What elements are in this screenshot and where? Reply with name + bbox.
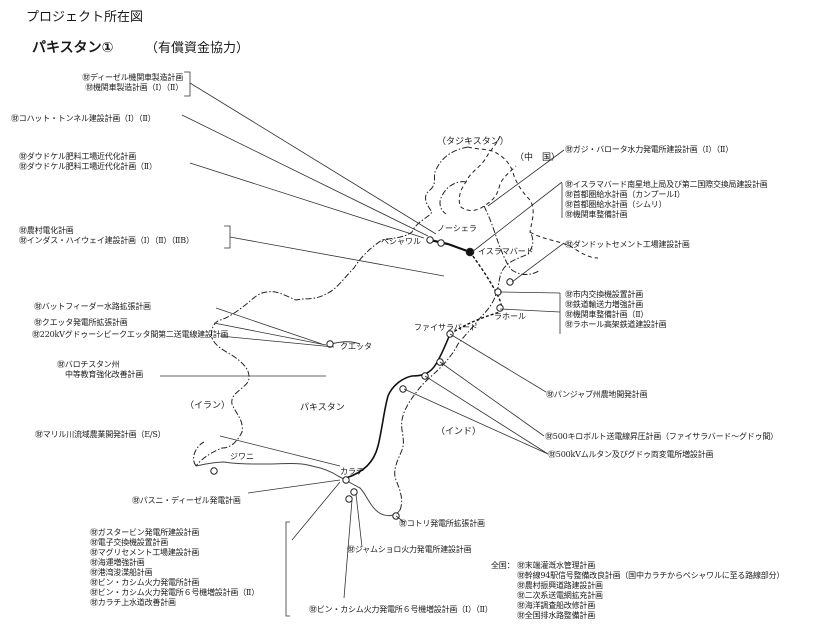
project-balochistan: ㊖バロチスタン州 中等教育強化改善計画 (57, 360, 143, 380)
project-item: ㊖市内交換機設置計画 (565, 290, 643, 299)
project-500kv-sub: ㊖500kVムルタン及びグドゥ両変電所増設計画 (548, 450, 714, 459)
marker-gudu (399, 385, 407, 393)
aid-type: （有償資金協力） (145, 41, 250, 56)
project-dandot: ㊖ダンドットセメント工場建設計画 (565, 240, 690, 249)
project-mirani: ㊖マリル川流域農業開発計画（E/S） (35, 430, 166, 439)
marker-binqasim (345, 495, 353, 503)
label-iran: （イラン） (185, 401, 231, 411)
country-subtitle: パキスタン① (32, 40, 114, 56)
project-item: ㊖カラチ上水道改善計画 (90, 598, 176, 607)
project-quetta-power: ㊖クエッタ発電所拡張計画 (34, 318, 128, 327)
project-item: ㊖農村電化計画 (19, 226, 74, 235)
project-punjab: ㊖パンジャブ州農地開発計画 (546, 390, 648, 399)
project-item: ㊖港湾浚渫船計画 (90, 568, 153, 577)
project-item: ㊖農村振興道路建設計画 (517, 581, 603, 590)
label-tajikistan: （タジキスタン） (437, 137, 509, 147)
project-item: ㊖首都圏給水計画（カンプールⅠ） (565, 190, 685, 199)
marker-islamabad (465, 247, 475, 257)
place-jiwani: ジワニ (230, 452, 254, 461)
marker-pasni (210, 467, 218, 475)
nationwide-label: 全国： (491, 561, 515, 570)
project-item: ㊖イスラマバード南星地上局及び第二国際交換局建設計画 (565, 180, 768, 189)
marker-nowshera (437, 239, 445, 247)
project-500kv-line: ㊖500キロボルト送電線昇圧計画（ファイサラバード～グドゥ間） (545, 432, 778, 441)
project-item: ㊖ビン・カシム火力発電所６号機増設計画（Ⅱ） (90, 588, 260, 597)
place-lahore: ラホール (494, 312, 526, 321)
project-item: ㊖電子交換機設置計画 (90, 538, 168, 547)
marker-peshawar (426, 236, 434, 244)
project-item: ㊖全国排水路整備計画 (517, 611, 595, 620)
project-item: ㊖海運増強計画 (90, 558, 145, 567)
pakistan-boundary (195, 146, 469, 467)
project-item: ㊖幹線94駅信号整備改良計画（国中カラチからペシャワルに至る路線部分） (517, 571, 785, 580)
project-group-rural: ㊖農村電化計画 ㊖インダス・ハイウェイ建設計画（Ⅰ）（Ⅱ）（ⅡB） (19, 226, 194, 246)
project-item: ㊖ガスタービン発電所建設計画 (90, 528, 200, 537)
project-item: ㊖首都圏給水計画（シムリ） (565, 200, 667, 209)
india-boundary (394, 231, 534, 511)
project-item: ㊖インダス・ハイウェイ建設計画（Ⅰ）（Ⅱ）（ⅡB） (19, 236, 194, 245)
coast-line (195, 461, 401, 517)
project-item: ㊖二次系送電網拡充計画 (517, 591, 603, 600)
railway-peshawar-islamabad (429, 238, 471, 254)
project-binqasim6: ㊖ビン・カシム火力発電所６号機増設計画（Ⅰ）（Ⅱ） (309, 605, 493, 614)
project-item: ㊖ダウドケル肥料工場近代化計画（Ⅱ） (19, 162, 157, 171)
project-item: ㊖マグリセメント工場建設計画 (90, 548, 200, 557)
project-item: ㊖ダウドケル肥料工場近代化計画 (19, 152, 136, 161)
project-item: 中等教育強化改善計画 (65, 370, 143, 379)
project-jamshoro: ㊖ジャムショロ火力発電所建設計画 (347, 545, 472, 554)
project-item: ㊖海洋調査船改修計画 (517, 601, 595, 610)
project-220kv: ㊖220kVグドゥーシビークエッタ間第二送電線建設計画 (32, 330, 229, 339)
project-item: ㊖ビン・カシム火力発電所計画 (90, 578, 200, 587)
label-india: （インド） (436, 427, 482, 437)
project-ghazi: ㊖ガジ・バロータ水力発電所建設計画（Ⅰ）（Ⅱ） (565, 145, 733, 154)
marker-dandot (506, 278, 514, 286)
place-peshawar: ペシャワル (381, 237, 421, 246)
project-item: ㊖ディーゼル機関車製造計画 (82, 73, 183, 82)
project-group-islamabad: ㊖イスラマバード南星地上局及び第二国際交換局建設計画 ㊖首都圏給水計画（カンプー… (565, 180, 768, 220)
marker-jamshoro (350, 488, 358, 496)
label-china: （中 国） (515, 153, 561, 163)
project-group-lahore: ㊖市内交換機設置計画 ㊖鉄道輸送力増強計画 ㊖機関車整備計画（Ⅱ） ㊖ラホール高… (565, 290, 667, 330)
project-item: ㊖ラホール高架鉄道建設計画 (565, 320, 667, 329)
project-item: ㊖機関車整備計画（Ⅱ） (565, 310, 649, 319)
project-kotri: ㊖コトリ発電所拡張計画 (399, 519, 485, 528)
project-group-karachi: ㊖ガスタービン発電所建設計画 ㊖電子交換機設置計画 ㊖マグリセメント工場建設計画… (90, 528, 259, 608)
marker-quetta (326, 340, 334, 348)
label-pakistan: パキスタン (300, 403, 345, 413)
place-faisalabad: ファイサラバード (414, 323, 478, 332)
project-group-nationwide: ㊖末端灌漑水管理計画 ㊖幹線94駅信号整備改良計画（国中カラチからペシャワルに至… (517, 561, 784, 621)
project-group-diesel: ㊖ディーゼル機関車製造計画 ㊖機関車製造計画（Ⅰ）（Ⅱ） (82, 73, 183, 93)
place-karachi: カラチ (340, 467, 364, 476)
project-item: ㊖機関車製造計画（Ⅰ）（Ⅱ） (85, 83, 183, 92)
place-quetta: クエッタ (340, 342, 372, 351)
place-islamabad: イスラマバード (478, 247, 534, 256)
marker-karachi (342, 476, 350, 484)
project-kohat: ㊖コハット・トンネル建設計画（Ⅰ）（Ⅱ） (11, 114, 156, 123)
project-item: ㊖機関車整備計画 (565, 210, 628, 219)
project-item: ㊖末端灌漑水管理計画 (517, 561, 595, 570)
project-item: ㊖鉄道輸送力増強計画 (565, 300, 643, 309)
page-title: プロジェクト所在図 (26, 10, 144, 25)
project-battfeeder: ㊖バットフィーダー水路拡張計画 (34, 302, 151, 311)
place-nowshera: ノーシェラ (437, 224, 477, 233)
project-group-dawood: ㊖ダウドケル肥料工場近代化計画 ㊖ダウドケル肥料工場近代化計画（Ⅱ） (19, 152, 157, 172)
railway-karachi-north (345, 333, 451, 479)
project-pasni: ㊖パスニ・ディーゼル発電計画 (132, 496, 241, 505)
marker-lahore (496, 304, 504, 312)
project-item: ㊖バロチスタン州 (57, 360, 120, 369)
kashmir-boundary (467, 146, 534, 233)
